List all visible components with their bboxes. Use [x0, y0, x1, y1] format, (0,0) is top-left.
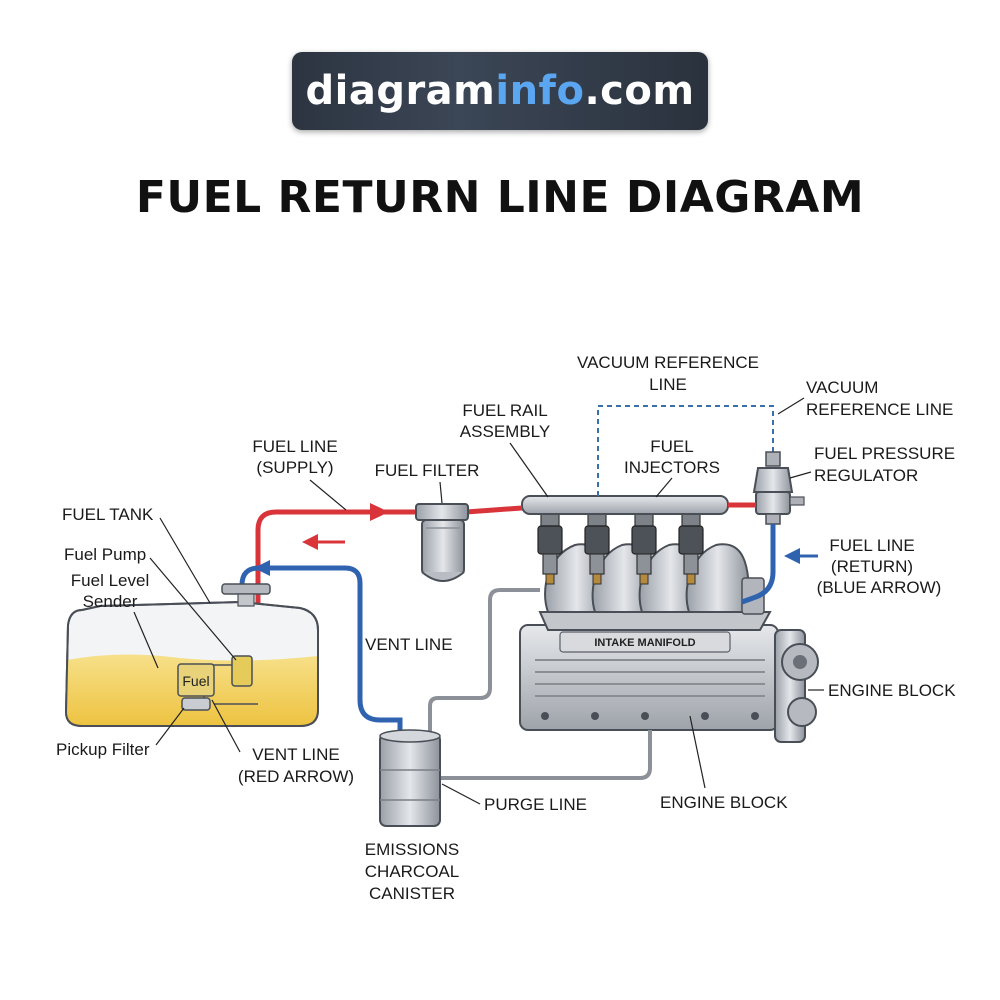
fuel-injectors-label-2: INJECTORS — [624, 458, 720, 477]
vacuum-reference-line — [597, 405, 774, 496]
fuel-pressure-regulator-label-1: FUEL PRESSURE — [814, 444, 955, 463]
fuel-injectors-label-1: FUEL — [650, 437, 693, 456]
pickup-filter-label: Pickup Filter — [56, 740, 150, 759]
charcoal-canister-label-3: CANISTER — [369, 884, 455, 903]
supply-arrow-head — [370, 503, 389, 521]
vacuum-reference-top-label-2: LINE — [649, 375, 687, 394]
vacuum-reference-top-label-1: VACUUM REFERENCE — [577, 353, 759, 372]
blue-arrow — [784, 548, 818, 564]
fuel-rail-label-2: ASSEMBLY — [460, 422, 550, 441]
fuel-tank-label: FUEL TANK — [62, 505, 154, 524]
vent-line-red-label-1: VENT LINE — [252, 745, 340, 764]
vent-line-red-label-2: (RED ARROW) — [238, 767, 354, 786]
engine-block-bottom-label: ENGINE BLOCK — [660, 793, 788, 812]
page-title: FUEL RETURN LINE DIAGRAM — [135, 172, 865, 223]
intake-manifold — [538, 543, 772, 631]
banner-text-part2: info — [495, 68, 585, 114]
banner-text-part1: diagram — [305, 68, 496, 114]
fuel-line-return-label-3: (BLUE ARROW) — [817, 578, 942, 597]
fuel-supply-line-2 — [465, 505, 523, 515]
fuel-pressure-regulator — [752, 451, 805, 525]
fuel-pump-label: Fuel Pump — [64, 545, 146, 564]
fuel-rail-label-1: FUEL RAIL — [462, 401, 547, 420]
engine-block-right-label: ENGINE BLOCK — [828, 681, 956, 700]
vacuum-reference-right-label-2: REFERENCE LINE — [806, 400, 953, 419]
vacuum-line-to-canister — [428, 588, 540, 734]
fuel-line-supply-label-1: FUEL LINE — [252, 437, 337, 456]
vent-line-label: VENT LINE — [365, 635, 453, 654]
fuel-pressure-regulator-label-2: REGULATOR — [814, 466, 918, 485]
intake-manifold-label: INTAKE MANIFOLD — [594, 637, 695, 649]
fuel-level-sender-label-2: Sender — [83, 592, 138, 611]
banner-text-part3: .com — [584, 68, 695, 114]
fuel-level-sender-label-1: Fuel Level — [71, 571, 149, 590]
return-line-engine — [741, 524, 776, 605]
vent-line — [239, 565, 403, 734]
charcoal-canister-label-1: EMISSIONS — [365, 840, 459, 859]
fuel-box-label: Fuel — [182, 673, 209, 689]
red-arrow — [302, 534, 345, 550]
site-banner: diagraminfo.com — [292, 52, 708, 130]
fuel-line-return-label-1: FUEL LINE — [829, 536, 914, 555]
fuel-supply-line — [255, 509, 418, 705]
charcoal-canister — [379, 729, 441, 827]
purge-line — [440, 730, 652, 780]
charcoal-canister-label-2: CHARCOAL — [365, 862, 459, 881]
purge-line-label: PURGE LINE — [484, 795, 587, 814]
fuel-filter — [415, 503, 469, 582]
fuel-tank — [64, 583, 319, 727]
vacuum-reference-right-label-1: VACUUM — [806, 378, 878, 397]
fuel-filter-label: FUEL FILTER — [375, 461, 480, 480]
fuel-line-return-label-2: (RETURN) — [831, 557, 913, 576]
fuel-line-supply-label-2: (SUPPLY) — [256, 458, 333, 477]
vent-arrow-head — [254, 560, 270, 576]
fuel-rail — [521, 495, 729, 515]
